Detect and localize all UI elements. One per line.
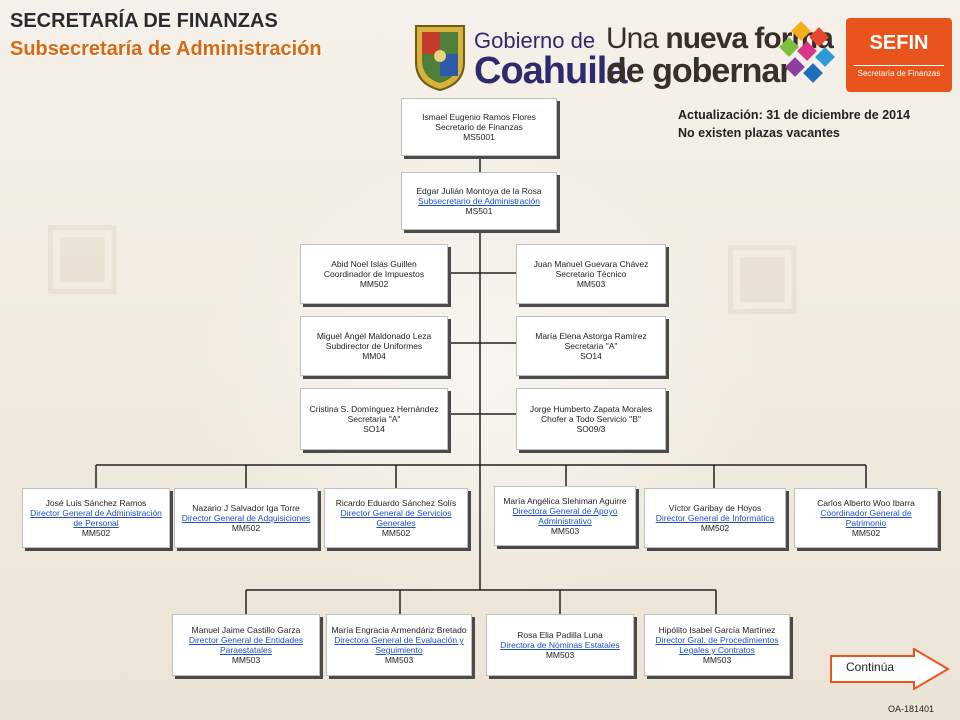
person-name: Manuel Jaime Castillo Garza [191, 625, 301, 635]
position-title[interactable]: Director General de Adquisiciones [181, 513, 311, 523]
position-code: MS5001 [463, 132, 495, 142]
position-code: SO14 [363, 424, 385, 434]
position-code: SO14 [580, 351, 602, 361]
position-title: Coordinador de Impuestos [323, 269, 425, 279]
person-name: Rosa Elia Padilla Luna [517, 630, 603, 640]
position-code: MM502 [231, 523, 261, 533]
position-title: Secretario Técnico [555, 269, 627, 279]
page-title: SECRETARÍA DE FINANZAS [10, 10, 278, 32]
position-title[interactable]: Director General de Servicios Generales [340, 508, 452, 528]
position-title: Chofer a Todo Servicio "B" [541, 414, 641, 424]
person-name: Miguel Ángel Maldonado Leza [316, 331, 432, 341]
position-code: MM503 [545, 650, 575, 660]
person-name: Abid Noel Islas Guillen [331, 259, 417, 269]
position-code: MM502 [851, 528, 881, 538]
person-name: María Angélica Slehiman Aguirre [503, 496, 627, 506]
position-title[interactable]: Subsecretario de Administración [418, 196, 540, 206]
position-code: MM502 [81, 528, 111, 538]
watermark-shape: ▣ [40, 200, 126, 305]
person-name: Cristina S. Domínguez Hernández [309, 404, 439, 414]
vacancy-status: No existen plazas vacantes [678, 126, 840, 140]
position-code: MM503 [550, 526, 580, 536]
position-code: MM503 [384, 655, 414, 665]
position-code: SO09/3 [576, 424, 606, 434]
sefin-logo-name: SEFIN [869, 32, 929, 54]
position-code: MM503 [576, 279, 606, 289]
position-title: Secretario de Finanzas [435, 122, 523, 132]
person-name: María Engracia Armendáriz Bretado [331, 625, 467, 635]
logo-text-gobierno: Gobierno de [474, 28, 596, 53]
person-name: José Luis Sánchez Ramos [45, 498, 147, 508]
update-date: Actualización: 31 de diciembre de 2014 [678, 108, 911, 122]
position-title[interactable]: Director General de Entidades Paraestata… [188, 635, 304, 655]
person-name: Víctor Garibay de Hoyos [668, 503, 762, 513]
coat-of-arms-icon [415, 25, 465, 92]
position-title[interactable]: Director General de Administración de Pe… [30, 508, 162, 528]
position-title: Subdirector de Uniformes [325, 341, 423, 351]
logo-text-una: Una [606, 22, 666, 55]
logo-text-de-gobernar: de gobernar [606, 52, 792, 90]
gobierno-coahuila-logo: Gobierno de Coahuila [474, 28, 627, 92]
position-code: MM502 [700, 523, 730, 533]
person-name: Carlos Alberto Woo Ibarra [817, 498, 915, 508]
continue-label: Continúa [846, 660, 895, 674]
position-title[interactable]: Director Gral. de Procedimientos Legales… [655, 635, 779, 655]
position-code: MM503 [702, 655, 732, 665]
document-code: OA-181401 [888, 704, 935, 714]
page-subtitle: Subsecretaría de Administración [10, 38, 322, 60]
person-name: Edgar Julián Montoya de la Rosa [416, 186, 542, 196]
position-code: MM503 [231, 655, 261, 665]
sefin-logo-caption: Secretaría de Finanzas [854, 65, 944, 78]
position-title[interactable]: Directora General de Apoyo Administrativ… [512, 506, 618, 526]
position-title[interactable]: Directora General de Evaluación y Seguim… [334, 635, 464, 655]
position-title: Secretaria "A" [564, 341, 618, 351]
person-name: María Elena Astorga Ramírez [535, 331, 647, 341]
position-code: MM502 [359, 279, 389, 289]
position-title[interactable]: Directora de Nóminas Estatales [500, 640, 620, 650]
right-arrow-icon [830, 648, 950, 690]
person-name: Ricardo Eduardo Sánchez Solís [335, 498, 457, 508]
position-title[interactable]: Coordinador General de Patrimonio [820, 508, 912, 528]
position-title[interactable]: Director General de Informática [655, 513, 775, 523]
update-note: Actualización: 31 de diciembre de 2014 N… [678, 106, 910, 142]
position-code: MM04 [362, 351, 386, 361]
person-name: Hipólito Isabel García Martínez [658, 625, 776, 635]
sefin-logo: SEFIN Secretaría de Finanzas [846, 18, 952, 92]
person-name: Jorge Humberto Zapata Morales [529, 404, 653, 414]
person-name: Ismael Eugenio Ramos Flores [422, 112, 536, 122]
logo-text-coahuila: Coahuila [474, 50, 627, 92]
position-title: Secretaria "A" [347, 414, 401, 424]
colorful-squares-icon [779, 21, 835, 83]
person-name: Juan Manuel Guevara Chávez [533, 259, 649, 269]
person-name: Nazario J Salvador Iga Torre [192, 503, 300, 513]
position-code: MM502 [381, 528, 411, 538]
watermark-shape: ▣ [720, 220, 806, 325]
continue-button[interactable]: Continúa [830, 648, 950, 690]
position-code: MS501 [465, 206, 493, 216]
